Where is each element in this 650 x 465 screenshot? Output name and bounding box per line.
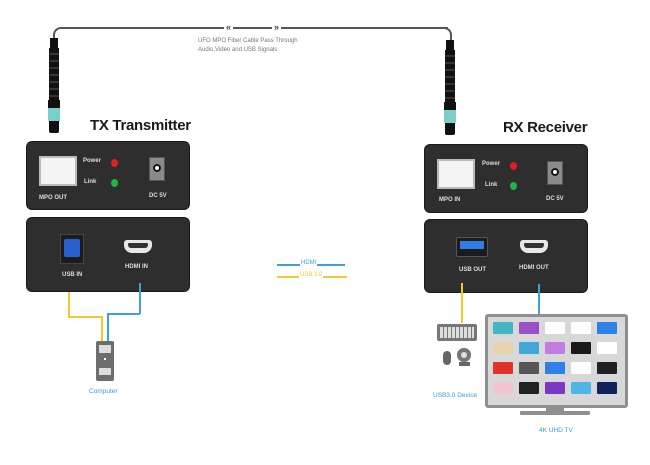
tv-app-tile-youtube [493, 362, 513, 374]
tv-label: 4K UHD TV [539, 427, 573, 434]
rx-usb-label: USB OUT [459, 267, 486, 273]
tv-app-tile-hbo [519, 322, 539, 334]
tx-hdmi-wire-h [107, 313, 140, 315]
computer-label: Computer [89, 388, 118, 395]
tv-app-tile-hbo-now [571, 342, 591, 354]
rx-usb-a-port [456, 237, 488, 257]
tv-stand-neck [546, 405, 564, 412]
legend-usb-label: USB 3.0 [299, 272, 324, 278]
cable-caption: UFO MPO Fiber Cable Pass Through Audio,V… [198, 37, 298, 55]
tx-usb-wire [68, 292, 70, 317]
tx-mpo-label: MPO OUT [39, 195, 67, 201]
tv-app-tile-sports [545, 362, 565, 374]
cable-caption-line1: UFO MPO Fiber Cable Pass Through [198, 38, 298, 44]
tv-app-tile-heart [493, 382, 513, 394]
tx-hdmi-label: HDMI IN [125, 264, 148, 270]
rx-rear-panel: USB OUT HDMI OUT [425, 220, 587, 292]
usb-device-label: USB3.0 Device [433, 392, 478, 399]
tx-hdmi-wire [139, 283, 141, 314]
rx-hdmi-wire [538, 284, 540, 314]
tv-app-tile-hulu [493, 322, 513, 334]
tx-hdmi-port [124, 240, 152, 253]
rx-title: RX Receiver [503, 119, 588, 136]
computer-tower-icon [96, 341, 114, 381]
tv-app-tile-nasa [597, 382, 617, 394]
cable-bend-right [440, 27, 452, 41]
rx-power-led [510, 162, 517, 170]
rx-dc-port [547, 161, 563, 185]
mouse-icon [443, 351, 451, 365]
tv-app-tile-family [493, 342, 513, 354]
tx-dc-port [149, 157, 165, 181]
tv-app-tile-appstore [597, 322, 617, 334]
tv-app-tile-ring [597, 342, 617, 354]
rx-usb-wire [461, 283, 463, 323]
rx-link-label: Link [485, 182, 498, 188]
rx-connector-teal-band [444, 110, 456, 123]
tx-link-led [111, 179, 118, 187]
tx-usb-b-port [60, 234, 84, 264]
rx-mpo-port [437, 159, 475, 189]
tv-app-tile-cloud [571, 382, 591, 394]
rx-dc-label: DC 5V [546, 196, 564, 202]
cable-arrow-right: » [272, 22, 282, 32]
tx-mpo-port [39, 156, 77, 186]
tv-app-tile-photos [571, 322, 591, 334]
tx-usb-wire-v2 [101, 316, 103, 341]
cable-bend-left [53, 27, 65, 39]
tv-app-tile-cult [597, 362, 617, 374]
tx-usb-label: USB IN [62, 272, 83, 278]
tx-usb-wire-h [68, 316, 102, 318]
tv-app-tile-red [519, 382, 539, 394]
webcam-icon [457, 348, 473, 368]
tv-app-tile-netflix [545, 322, 565, 334]
tx-rear-panel: USB IN HDMI IN [27, 218, 189, 291]
rx-mpo-label: MPO IN [439, 197, 461, 203]
tx-link-label: Link [84, 179, 97, 185]
tv-app-tile-history [519, 362, 539, 374]
tv-stand-base [520, 411, 590, 415]
tx-front-panel: MPO OUT Power Link DC 5V [27, 142, 189, 209]
keyboard-icon [437, 324, 477, 341]
rx-hdmi-label: HDMI OUT [519, 265, 549, 271]
rx-hdmi-port [520, 240, 548, 253]
rx-front-panel: MPO IN Power Link DC 5V [425, 145, 587, 212]
tx-dc-label: DC 5V [149, 193, 167, 199]
tv-app-tile-music [545, 342, 565, 354]
tv-icon [485, 314, 628, 408]
rx-link-led [510, 182, 517, 190]
tx-connector-teal-band [48, 108, 60, 121]
rx-mpo-connector [444, 40, 456, 137]
legend-hdmi-label: HDMI [300, 260, 318, 266]
tx-title: TX Transmitter [90, 117, 191, 134]
tv-app-tile-ted [571, 362, 591, 374]
tx-power-label: Power [83, 158, 102, 164]
tv-app-tile-purple [545, 382, 565, 394]
tx-mpo-connector [48, 38, 60, 135]
tx-power-led [111, 159, 118, 167]
tv-app-tile-amazon [519, 342, 539, 354]
cable-caption-line2: Audio,Video and USB Signals [198, 47, 278, 53]
rx-power-label: Power [482, 161, 501, 167]
cable-arrow-left: « [224, 22, 234, 32]
tx-hdmi-wire-v2 [107, 313, 109, 341]
